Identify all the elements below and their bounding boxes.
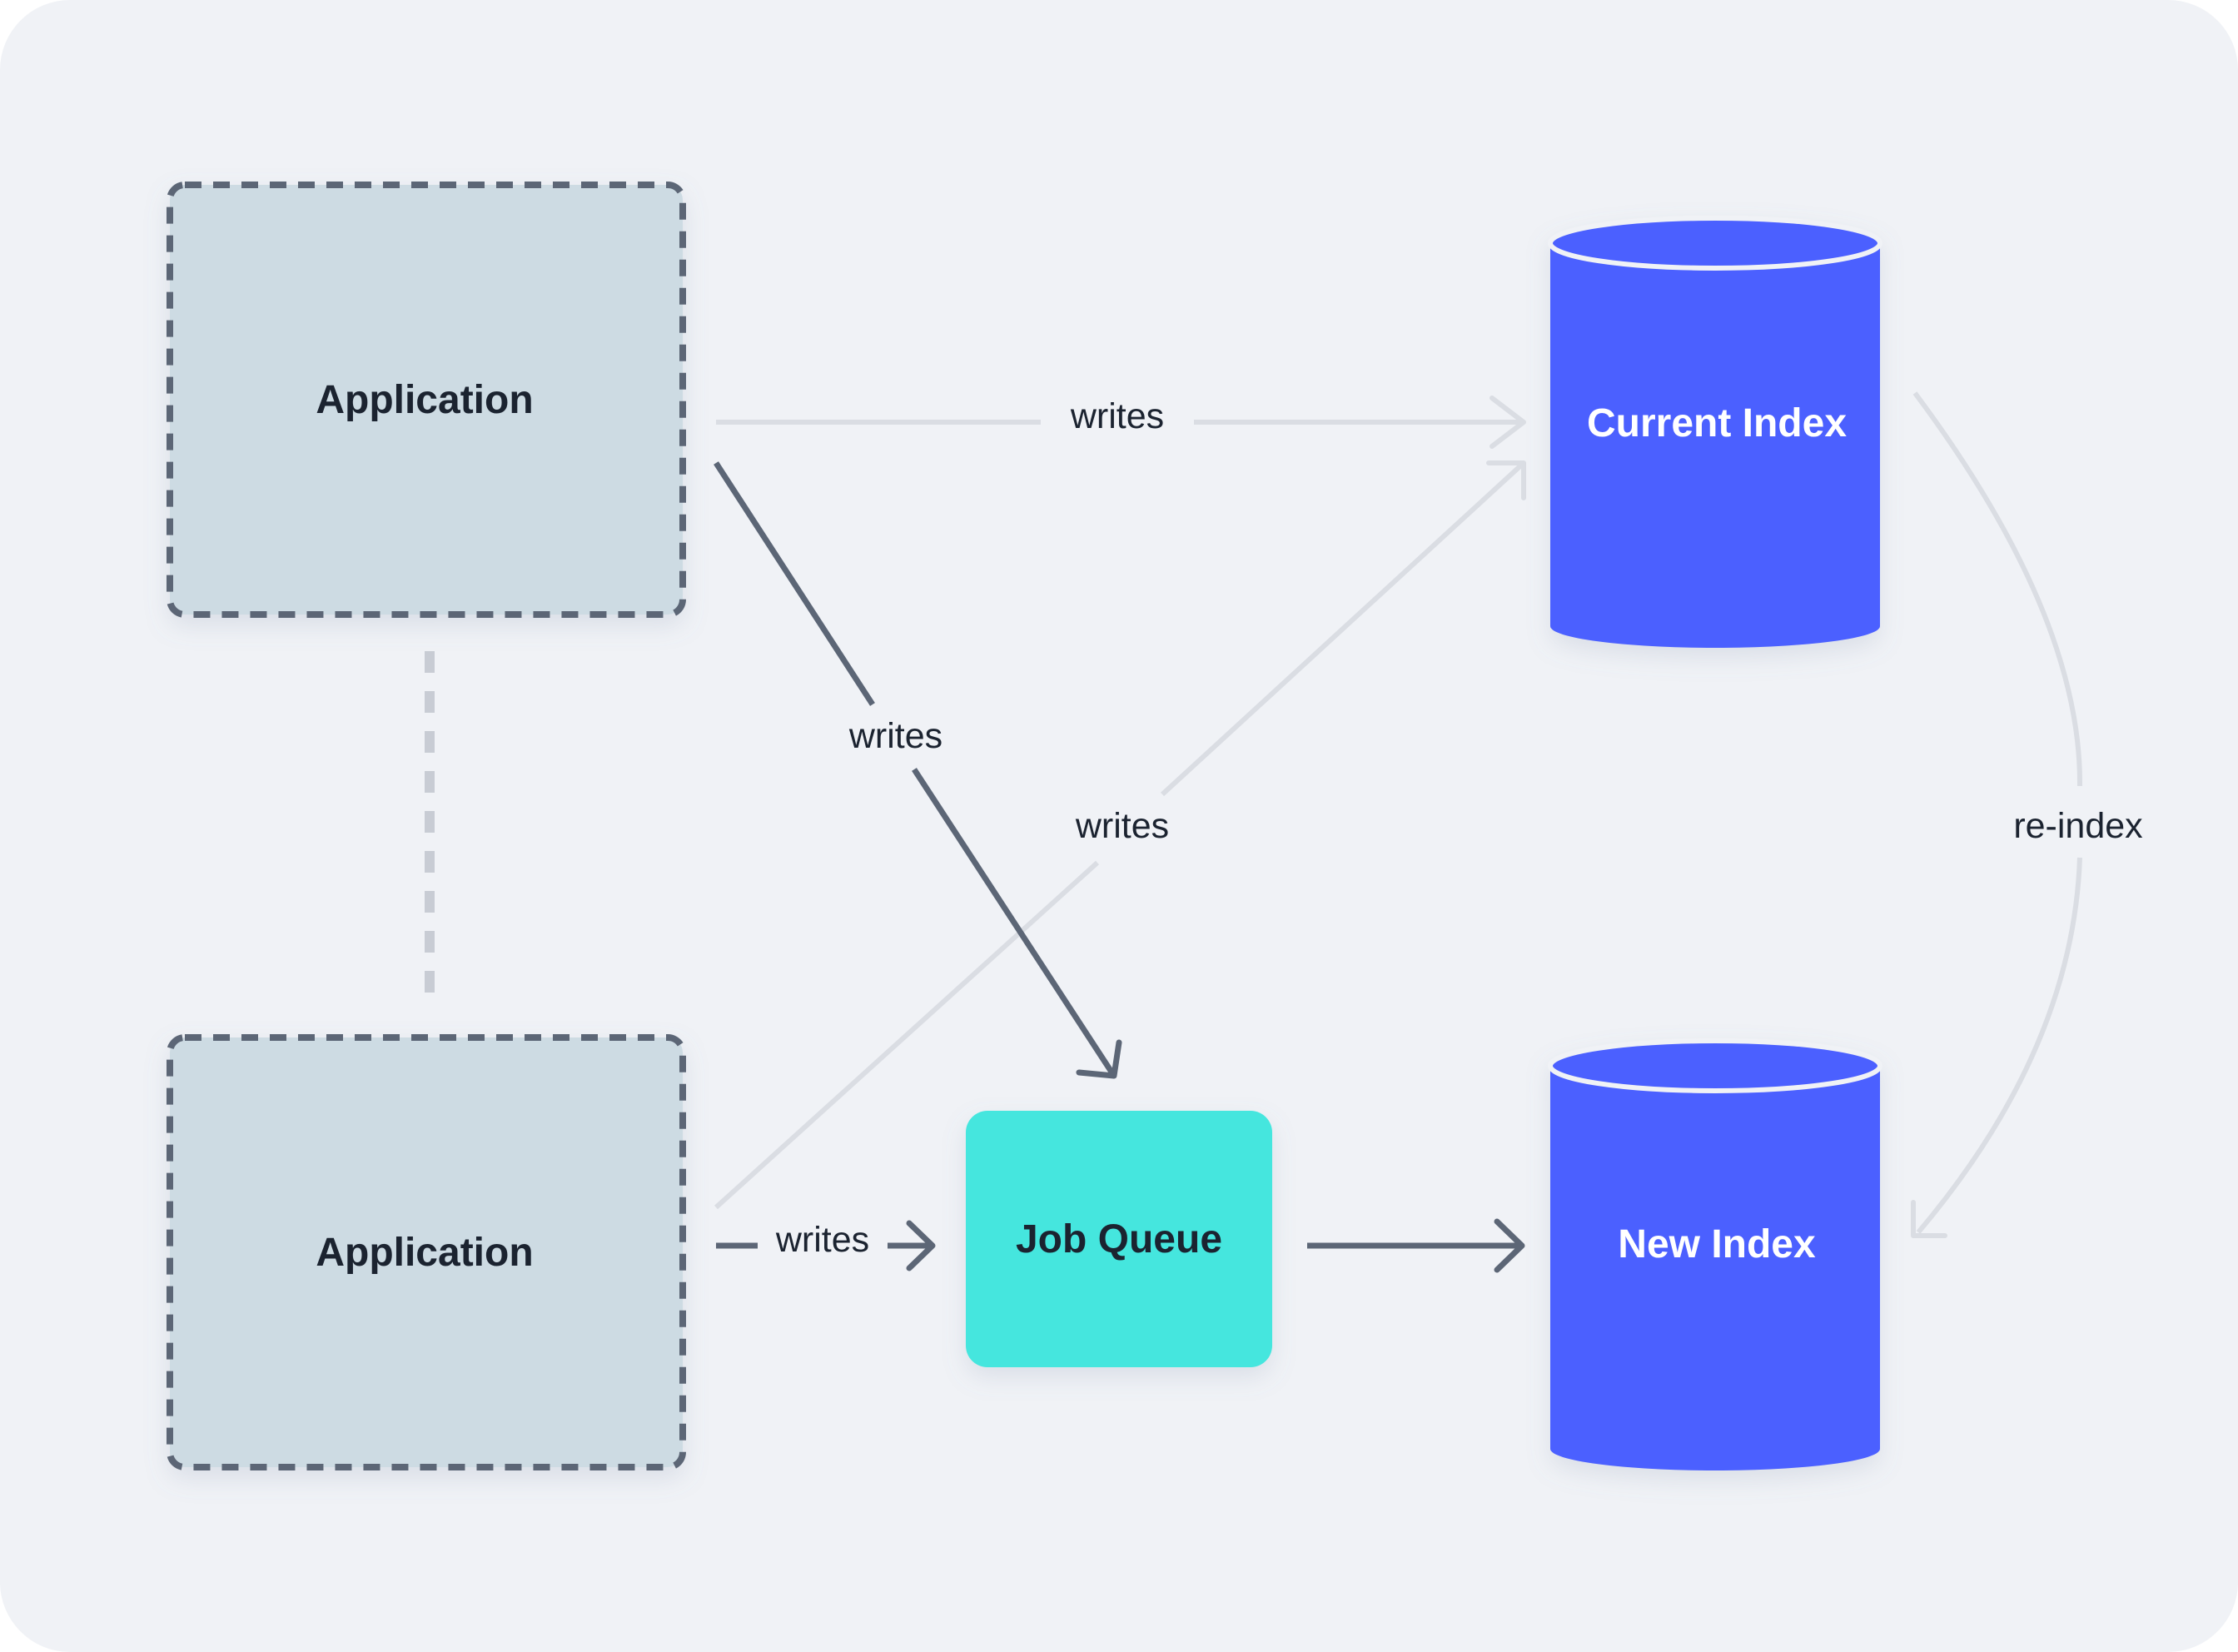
application-node-bottom[interactable]: Application	[167, 1034, 686, 1470]
node-label: New Index	[1618, 1222, 1816, 1266]
edge-label: writes	[1070, 396, 1164, 436]
node-label: Application	[316, 378, 533, 422]
edge-label: writes	[848, 716, 942, 756]
node-label: Current Index	[1587, 401, 1847, 445]
application-node-top[interactable]: Application	[167, 182, 686, 618]
edge-app-bottom-to-current-index: writes	[714, 460, 1526, 1210]
edge-label: re-index	[2013, 806, 2143, 846]
node-label: Job Queue	[1016, 1217, 1222, 1261]
node-label: Application	[316, 1231, 533, 1275]
job-queue-node[interactable]: Job Queue	[966, 1111, 1272, 1367]
edge-label: writes	[1075, 806, 1169, 846]
edge-app-top-to-current-index: writes	[716, 396, 1526, 449]
edge-job-queue-to-new-index	[1307, 1218, 1525, 1273]
edge-current-index-to-new-index: re-index	[1911, 391, 2143, 1238]
arrowhead	[1076, 1039, 1122, 1079]
arrowhead	[1486, 460, 1526, 500]
edge-app-bottom-to-job-queue: writes	[716, 1220, 936, 1271]
edge-app-top-to-job-queue: writes	[714, 461, 1122, 1079]
arrowhead	[1490, 396, 1526, 449]
current-index-database-icon[interactable]: Current Index	[1548, 216, 1882, 648]
arrowhead	[906, 1220, 936, 1271]
edge-label: writes	[775, 1220, 869, 1260]
arrowhead	[1911, 1200, 1947, 1238]
arrowhead	[1494, 1218, 1525, 1273]
new-index-database-icon[interactable]: New Index	[1548, 1038, 1882, 1470]
